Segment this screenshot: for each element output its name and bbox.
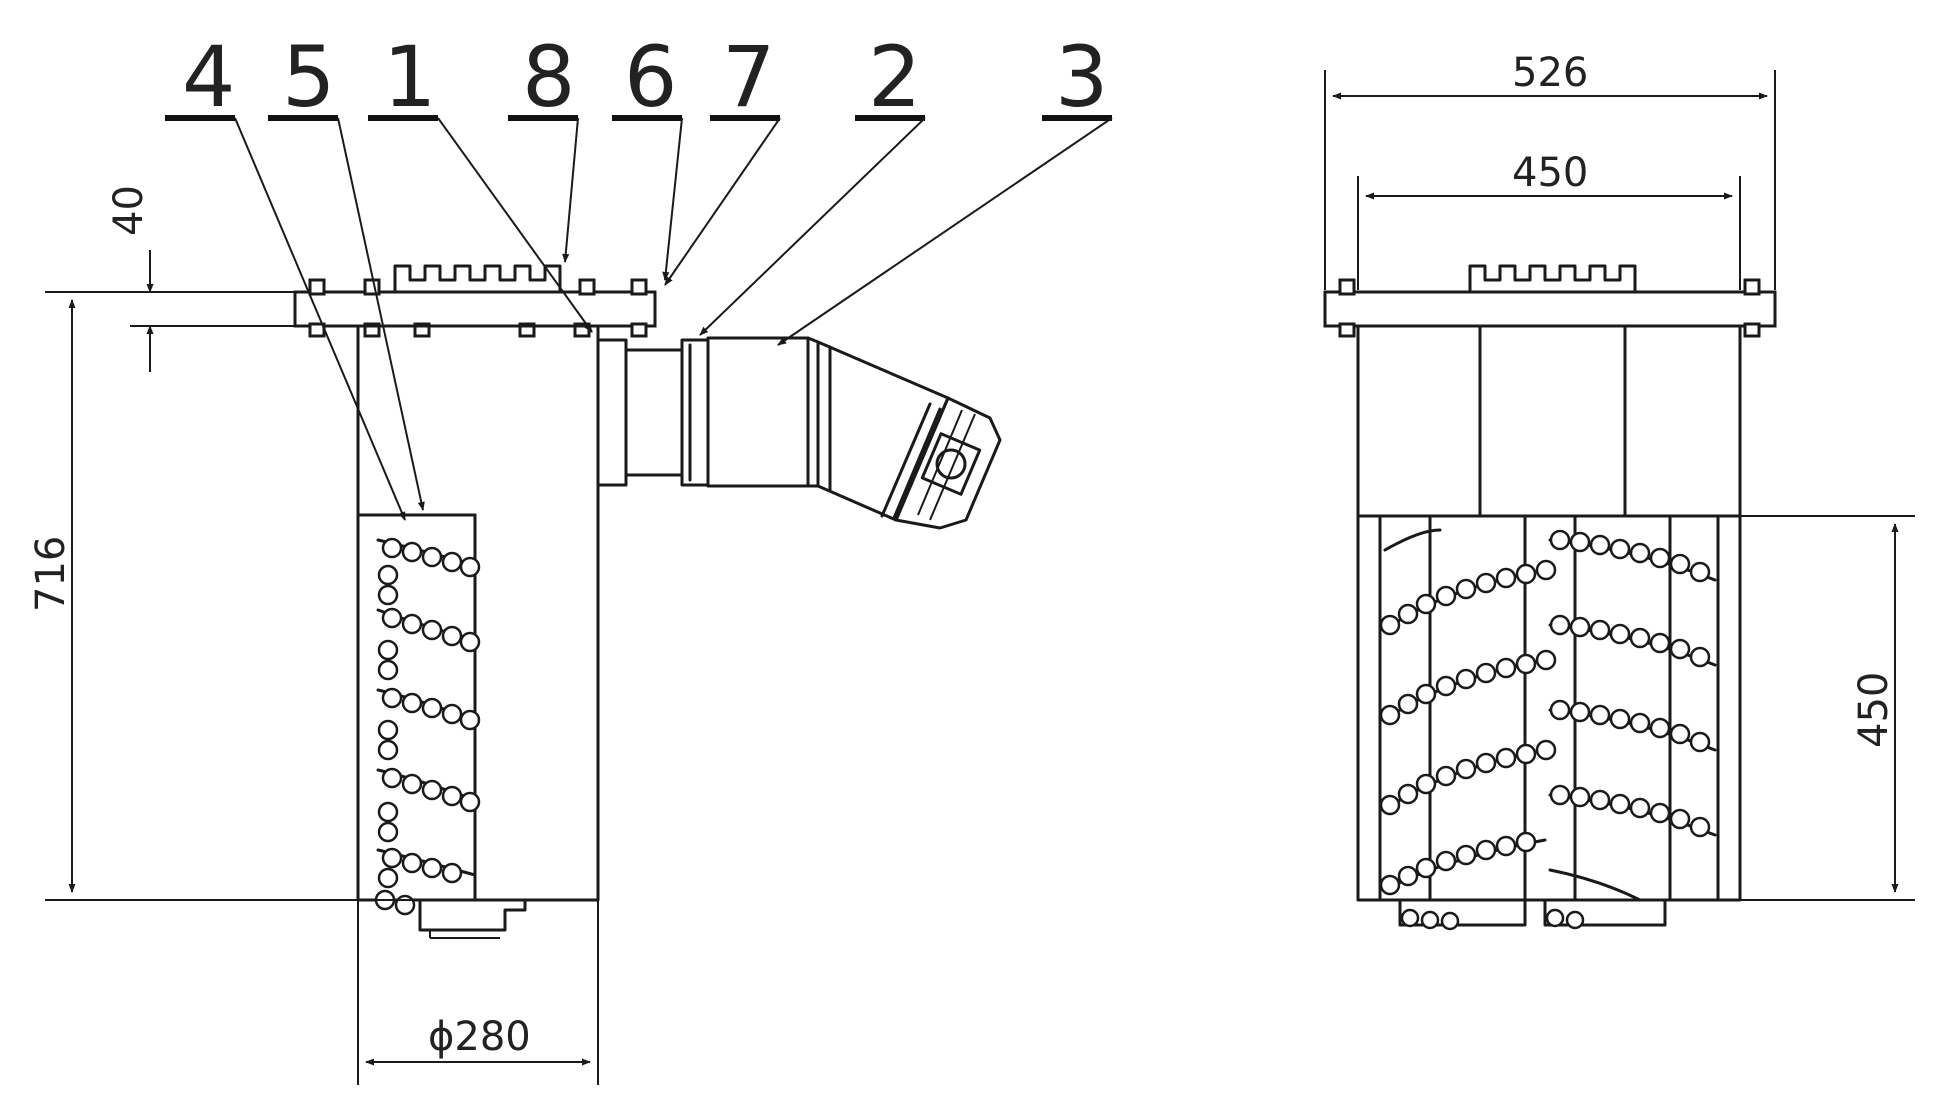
top-gear-block	[393, 264, 562, 294]
front-gear-block	[1468, 264, 1637, 294]
motor-assembly	[596, 336, 1002, 530]
callout-6: 6	[624, 28, 677, 126]
front-upper-housing	[1356, 324, 1742, 518]
front-bottom-tip-right	[1543, 898, 1667, 927]
dim-overall-width: 526	[1512, 50, 1588, 96]
dim-diameter: ϕ280	[428, 1014, 531, 1060]
side-dimensions	[45, 250, 599, 1085]
dim-inner-width: 450	[1512, 150, 1588, 196]
callout-7: 7	[722, 28, 775, 126]
callout-1: 1	[383, 28, 436, 126]
callout-leaders	[165, 115, 1113, 521]
front-view: 526 450 450	[1323, 50, 1915, 931]
front-top-flange	[1323, 290, 1777, 328]
bottom-tip	[418, 898, 527, 932]
flight-teeth-side	[374, 537, 481, 916]
front-flange-bolts	[1338, 278, 1761, 338]
front-tip-teeth	[1400, 908, 1585, 931]
front-bottom-tip-left	[1398, 898, 1527, 927]
callout-8: 8	[522, 28, 575, 126]
dim-drum-height: 450	[1851, 672, 1897, 748]
front-teeth-right	[1549, 529, 1711, 838]
callout-2: 2	[868, 28, 921, 126]
motor-head	[894, 396, 1002, 530]
callout-labels: 4 5 1 8 6 7 2 3	[182, 28, 1108, 126]
top-flange	[293, 290, 657, 328]
callout-3: 3	[1055, 28, 1108, 126]
left-tooth-column	[377, 564, 399, 889]
front-teeth-left	[1379, 559, 1557, 896]
dim-flange-thickness: 40	[106, 185, 152, 236]
front-drum-frame	[1356, 514, 1742, 902]
callout-5: 5	[282, 28, 335, 126]
callout-4: 4	[182, 28, 235, 126]
side-view: 4 5 1 8 6 7 2 3 40 716 ϕ280	[28, 28, 1113, 1085]
front-dimensions	[1324, 70, 1915, 901]
dim-total-height: 716	[28, 536, 74, 612]
